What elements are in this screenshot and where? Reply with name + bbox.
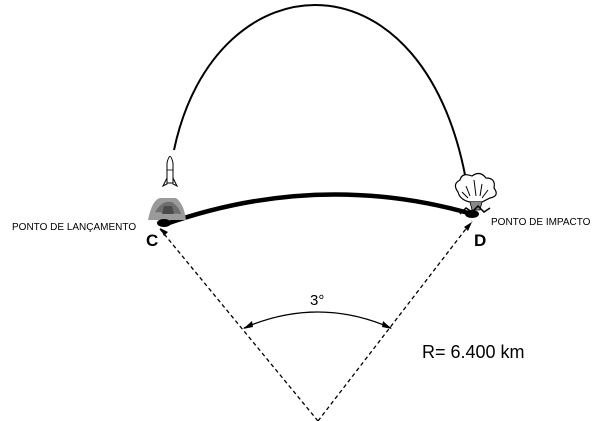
- radius-line-left: [159, 228, 319, 421]
- trajectory-arc: [173, 4, 469, 193]
- angle-label: 3°: [310, 292, 324, 309]
- rocket-icon: [148, 156, 186, 220]
- impact-point-label: PONTO DE IMPACTO: [491, 217, 591, 228]
- launch-point-marker: [157, 219, 171, 227]
- impact-point-marker: [465, 210, 479, 218]
- angle-arc: [243, 311, 392, 329]
- point-d-label: D: [474, 231, 486, 250]
- radius-label: R= 6.400 km: [422, 342, 525, 362]
- arrowhead-c: [160, 228, 168, 236]
- angle-arrow-right: [382, 321, 392, 329]
- radius-line-right: [317, 220, 473, 421]
- angle-arrow-left: [243, 321, 253, 329]
- explosion-icon: [454, 172, 497, 215]
- earth-surface-arc: [162, 192, 473, 228]
- point-c-label: C: [146, 231, 158, 250]
- arrowhead-d: [464, 222, 472, 231]
- launch-point-label: PONTO DE LANÇAMENTO: [12, 222, 136, 233]
